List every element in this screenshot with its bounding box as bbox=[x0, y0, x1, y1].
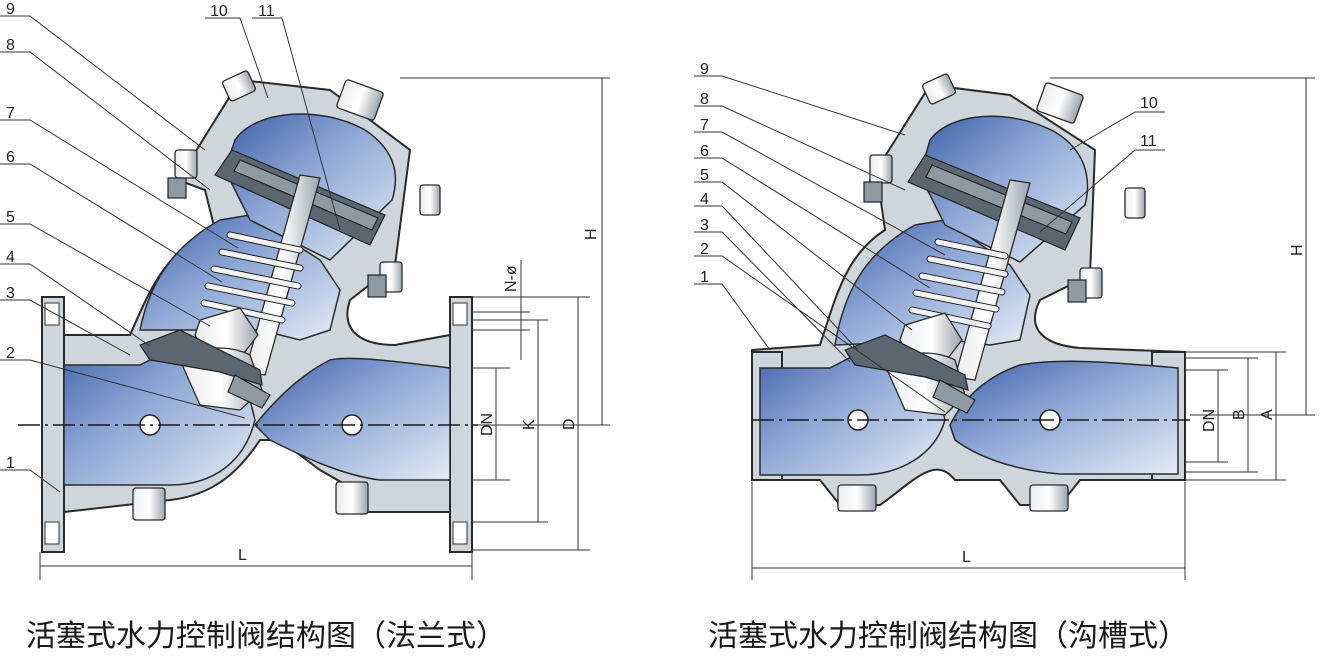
left-label-5: 5 bbox=[6, 209, 15, 226]
right-caption: 活塞式水力控制阀结构图（沟槽式） bbox=[708, 619, 1188, 654]
right-dimensions: H DN B A L bbox=[751, 77, 1315, 580]
right-dim-B: B bbox=[1231, 409, 1248, 420]
right-label-3: 3 bbox=[700, 217, 709, 234]
right-part-callouts: 9 8 7 6 5 4 3 2 1 10 11 bbox=[694, 61, 1165, 413]
left-label-10: 10 bbox=[210, 3, 228, 20]
left-label-8: 8 bbox=[6, 37, 15, 54]
left-label-7: 7 bbox=[6, 105, 15, 122]
right-dim-DN: DN bbox=[1201, 409, 1218, 432]
right-outlet-chamber bbox=[949, 360, 1179, 475]
right-label-4: 4 bbox=[700, 191, 709, 208]
right-spring bbox=[908, 238, 1009, 330]
left-dim-N-phi: N-ø bbox=[503, 265, 520, 292]
left-caption: 活塞式水力控制阀结构图（法兰式） bbox=[26, 619, 506, 654]
left-label-11: 11 bbox=[258, 3, 275, 20]
right-label-7: 7 bbox=[700, 117, 709, 134]
right-valve-diagram bbox=[751, 73, 1190, 512]
left-valve-stem bbox=[244, 174, 321, 376]
right-label-9: 9 bbox=[700, 61, 709, 78]
left-valve-diagram bbox=[18, 70, 478, 553]
right-label-11: 11 bbox=[1140, 133, 1157, 150]
right-label-1: 1 bbox=[700, 269, 709, 286]
right-dim-A: A bbox=[1259, 409, 1276, 420]
left-dim-K: K bbox=[521, 419, 538, 430]
left-label-9: 9 bbox=[6, 1, 15, 18]
left-label-6: 6 bbox=[6, 149, 15, 166]
right-dim-L: L bbox=[962, 549, 971, 566]
right-label-2: 2 bbox=[700, 241, 709, 258]
right-dim-H: H bbox=[1289, 244, 1306, 256]
right-valve-stem bbox=[954, 179, 1031, 381]
left-dim-H: H bbox=[583, 228, 600, 240]
left-dim-DN: DN bbox=[479, 413, 496, 436]
left-dimensions: H N-ø DN K D L bbox=[39, 77, 610, 580]
left-label-3: 3 bbox=[6, 285, 15, 302]
left-label-1: 1 bbox=[6, 455, 15, 472]
right-label-10: 10 bbox=[1140, 95, 1158, 112]
left-label-4: 4 bbox=[6, 249, 15, 266]
right-label-8: 8 bbox=[700, 91, 709, 108]
left-dim-D: D bbox=[561, 418, 578, 430]
left-part-callouts: 10 11 9 8 7 6 5 4 3 2 1 bbox=[0, 1, 341, 493]
left-label-2: 2 bbox=[6, 345, 15, 362]
right-label-6: 6 bbox=[700, 143, 709, 160]
right-label-5: 5 bbox=[700, 167, 709, 184]
left-dim-L: L bbox=[238, 547, 247, 564]
